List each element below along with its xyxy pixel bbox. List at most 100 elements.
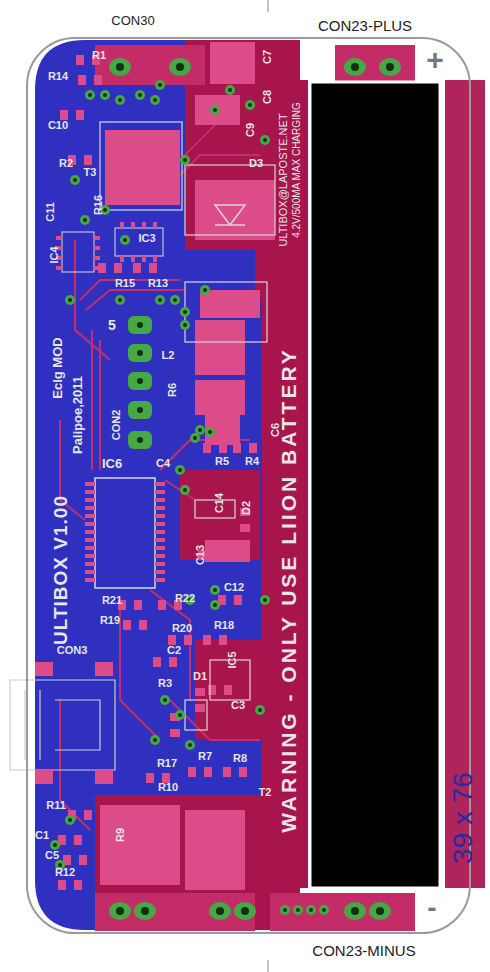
- drill-hole: [153, 738, 157, 742]
- connector-pad-area: [335, 45, 415, 85]
- part-label: R14: [48, 71, 68, 82]
- smd-pad: [205, 415, 240, 445]
- smd-pad: [214, 550, 222, 560]
- connector-pad-area: [270, 893, 415, 931]
- part-label: ULTIBOX@LAPOSTE.NET: [278, 113, 289, 246]
- smd-pad: [79, 855, 87, 865]
- connector-pad: [369, 902, 391, 920]
- ic-pin: [120, 256, 124, 262]
- drill-hole: [208, 430, 212, 434]
- drill-hole: [137, 350, 143, 356]
- part-label: R4: [245, 456, 259, 467]
- part-label: C8: [262, 90, 273, 104]
- drill-hole: [183, 310, 187, 314]
- drill-hole: [88, 93, 92, 97]
- ic-pin: [85, 562, 95, 566]
- smd-pad: [139, 620, 147, 630]
- via: [150, 95, 160, 105]
- ic-pin: [155, 554, 165, 558]
- usb-connector: [10, 680, 115, 770]
- part-label: C14: [214, 493, 225, 513]
- silkscreen-outline: [100, 122, 182, 210]
- smd-pad: [195, 320, 245, 375]
- drill-hole: [296, 908, 300, 912]
- part-label: R5: [215, 456, 229, 467]
- via: [180, 307, 190, 317]
- drill-hole: [386, 63, 394, 71]
- smd-pad: [76, 55, 84, 65]
- via: [306, 905, 316, 915]
- via: [210, 600, 220, 610]
- via: [180, 320, 190, 330]
- part-label: R10: [158, 782, 178, 793]
- smd-pad: [153, 657, 161, 667]
- smd-pad: [123, 620, 131, 630]
- smd-pad: [78, 75, 86, 85]
- silkscreen-outline: [185, 165, 275, 235]
- drill-hole: [322, 908, 326, 912]
- via: [319, 905, 329, 915]
- ic-outline: [62, 232, 94, 272]
- part-label: C1: [35, 830, 49, 841]
- part-label: IC6: [102, 457, 122, 470]
- copper-trace: [165, 480, 195, 500]
- drill-hole: [137, 437, 143, 443]
- via: [70, 175, 80, 185]
- drill-hole: [73, 178, 77, 182]
- part-label: ULTIBOX V1.00: [51, 495, 70, 645]
- via: [65, 815, 75, 825]
- part-label: CON2: [111, 410, 122, 441]
- drill-hole: [103, 93, 107, 97]
- drill-hole: [178, 468, 182, 472]
- via: [210, 105, 220, 115]
- smd-pad: [200, 290, 260, 318]
- smd-pad: [233, 443, 241, 453]
- ic-pin: [155, 578, 165, 582]
- smd-pad: [158, 600, 166, 610]
- drill-hole: [376, 907, 384, 915]
- header-pin: [128, 344, 152, 362]
- copper-trace: [75, 240, 110, 360]
- ic-pin: [142, 256, 146, 262]
- ic-pin: [155, 570, 165, 574]
- drill-hole: [351, 907, 359, 915]
- drill-hole: [137, 407, 143, 413]
- header-pin: [128, 431, 152, 449]
- ic-pin: [155, 546, 165, 550]
- ic-pin: [155, 498, 165, 502]
- usb-pad: [35, 770, 53, 784]
- part-label: R21: [102, 595, 122, 606]
- drill-hole: [213, 588, 217, 592]
- via: [85, 90, 95, 100]
- smd-pad: [133, 263, 141, 273]
- via: [225, 85, 235, 95]
- drill-hole: [116, 63, 124, 71]
- part-label: C3: [231, 700, 245, 711]
- smd-pad: [219, 443, 227, 453]
- silkscreen-outline: [185, 282, 267, 342]
- ic-pin: [85, 546, 95, 550]
- silkscreen-outline: [185, 700, 207, 730]
- drill-hole: [351, 63, 359, 71]
- copper-trace: [120, 600, 160, 740]
- battery-outline: [310, 82, 440, 888]
- part-label: R20: [172, 623, 192, 634]
- via: [260, 595, 270, 605]
- via: [155, 295, 165, 305]
- part-label: C11: [45, 202, 56, 222]
- via: [200, 285, 210, 295]
- drill-hole: [263, 138, 267, 142]
- ic-pin: [94, 246, 100, 250]
- via: [175, 465, 185, 475]
- drill-hole: [141, 907, 149, 915]
- smd-pad: [195, 180, 275, 240]
- drill-hole: [158, 83, 162, 87]
- drill-hole: [83, 218, 87, 222]
- via: [190, 433, 200, 443]
- part-label: R18: [214, 620, 234, 631]
- ic-pin: [155, 530, 165, 534]
- ic-pin: [142, 222, 146, 228]
- part-label: C9: [245, 123, 256, 137]
- smd-pad: [203, 635, 211, 645]
